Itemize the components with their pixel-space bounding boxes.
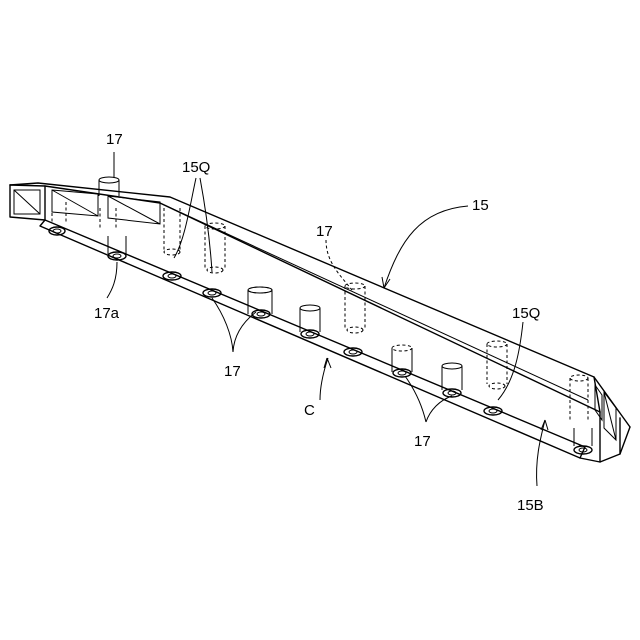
leader-17a: [107, 262, 117, 298]
beam-underside: [40, 220, 630, 462]
hidden-nozzle-right-top: [487, 341, 507, 347]
label-17-mid-left: 17: [224, 363, 241, 380]
nozzle-9: [442, 363, 462, 397]
top-nozzle-post: [99, 177, 119, 196]
left-end-diagonal: [14, 190, 40, 214]
right-end-panel: [604, 392, 616, 440]
top-post-cap: [99, 177, 119, 183]
leader-15Q-right: [498, 322, 523, 400]
hidden-nozzle-right-base: [489, 383, 505, 389]
leader-C: [320, 358, 328, 400]
truss-panel-1: [52, 190, 98, 216]
label-15B: 15B: [517, 497, 544, 514]
nozzle-6: [300, 305, 320, 338]
hidden-nozzle-far-right-top: [570, 375, 588, 381]
label-15: 15: [472, 197, 489, 214]
leader-17-br-a: [405, 376, 426, 422]
arrow-15B: [541, 420, 548, 430]
hidden-nozzle-center-top: [345, 283, 365, 289]
hidden-nozzle-right: [487, 344, 507, 384]
right-end-truss: [595, 385, 616, 440]
label-17a: 17a: [94, 305, 120, 322]
hidden-nozzle-6-top: [392, 345, 412, 351]
leader-17-br-b: [426, 396, 452, 422]
label-15Q-left: 15Q: [182, 159, 210, 176]
label-C: C: [304, 402, 315, 419]
hidden-nozzle-4-base: [207, 267, 223, 273]
label-17-center: 17: [316, 223, 333, 240]
hidden-nozzle-3: [164, 208, 180, 250]
label-17-bottom-right: 17: [414, 433, 431, 450]
label-15Q-right: 15Q: [512, 305, 540, 322]
reference-labels: 17 15Q 17a 17 C 17 15 15Q 17 15B: [94, 131, 544, 514]
leader-15: [384, 206, 468, 288]
label-17-top: 17: [106, 131, 123, 148]
hidden-nozzle-center-base: [347, 327, 363, 333]
beam-bottom-front-edge: [45, 220, 585, 447]
leader-17-mid-b: [212, 298, 233, 352]
